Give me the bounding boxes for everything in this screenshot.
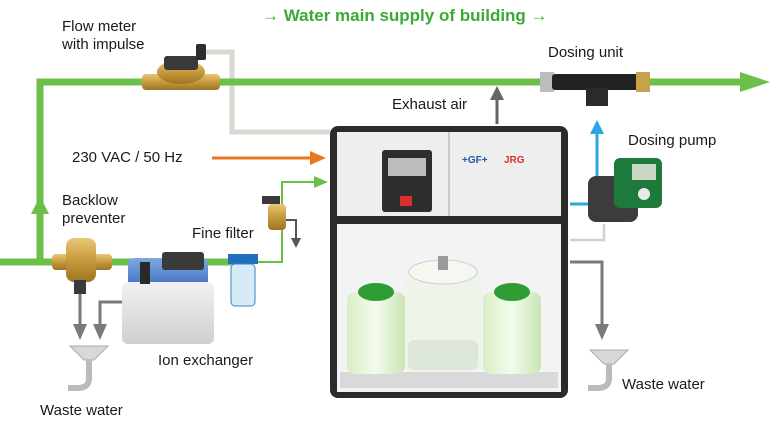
gf-logo: +GF+ — [462, 155, 488, 166]
waste-water-left-label: Waste water — [40, 402, 123, 419]
dosing-arrowhead — [590, 120, 604, 134]
valve-drain-line — [286, 219, 297, 240]
backflow-label-2: preventer — [62, 210, 126, 227]
ion-exchanger-label: Ion exchanger — [158, 352, 254, 369]
ion-exchanger — [122, 252, 214, 344]
dosing-pump-unit — [588, 158, 662, 222]
impulse-cable — [205, 49, 330, 135]
backflow-preventer — [52, 238, 112, 294]
dosing-unit-label: Dosing unit — [548, 44, 624, 61]
flow-meter — [142, 44, 220, 90]
feed-arrowhead — [314, 176, 328, 188]
power-label: 230 VAC / 50 Hz — [72, 149, 183, 166]
pressure-valve — [262, 196, 286, 230]
waste-water-right-label: Waste water — [622, 376, 705, 393]
chemical-tanks — [347, 256, 541, 374]
drain-arrowhead-left-2 — [93, 324, 107, 340]
dosing-pump-label: Dosing pump — [628, 132, 717, 149]
backflow-label-1: Backlow — [62, 192, 118, 209]
drain-arrow-right — [570, 260, 604, 326]
power-arrowhead — [310, 151, 326, 165]
riser-arrowhead — [31, 196, 49, 214]
drain-arrowhead-right — [595, 324, 609, 340]
diagram-title: → Water main supply of building → — [262, 6, 548, 25]
exhaust-air-label: Exhaust air — [392, 96, 468, 113]
flow-meter-label-1: Flow meter — [62, 18, 137, 35]
main-supply-arrowhead — [740, 72, 770, 92]
drain-arrowhead-left-1 — [73, 324, 87, 340]
waste-funnel-right — [588, 349, 630, 391]
fine-filter-label: Fine filter — [192, 225, 254, 242]
exhaust-arrowhead — [490, 86, 504, 100]
flow-meter-label-2: with impulse — [62, 36, 145, 53]
fine-filter — [228, 254, 258, 307]
dosing-unit — [540, 72, 650, 106]
drain-arrow-left-2 — [98, 300, 124, 326]
pump-hose — [570, 224, 606, 242]
waste-funnel-left — [68, 345, 110, 391]
valve-drain-arrowhead — [291, 238, 301, 248]
jrg-logo: JRG — [504, 155, 525, 166]
